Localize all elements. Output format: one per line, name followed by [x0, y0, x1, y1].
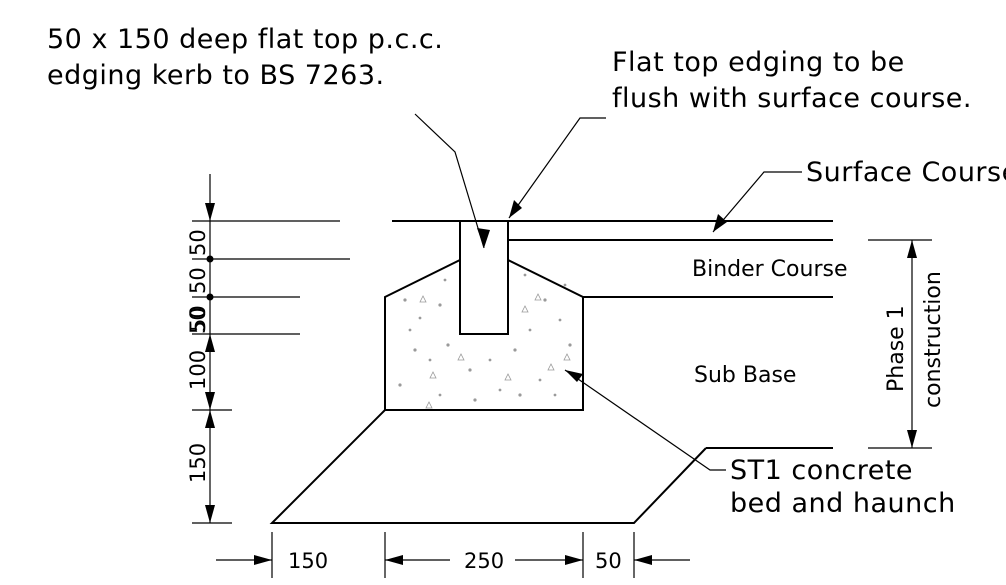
surface-course-label: Surface Course: [806, 157, 1006, 188]
phase-dim-arrow-top: [907, 240, 917, 258]
hdim-arrow-4: [634, 555, 652, 565]
hdim-arrow-2: [385, 555, 403, 565]
concrete-label-line1: ST1 concrete: [730, 455, 913, 486]
hdim-arrow-3: [565, 555, 583, 565]
phase-dim-arrow-bottom: [907, 430, 917, 448]
phase-label-line1: Phase 1: [884, 305, 909, 392]
vdim-text-3: 50: [186, 307, 210, 334]
kerb-note-line2: edging kerb to BS 7263.: [47, 60, 385, 91]
concrete-hatch: [398, 273, 572, 409]
surface-course-leader: [712, 171, 802, 233]
flush-note-leader: [508, 117, 606, 219]
hdim-text-1: 150: [288, 549, 328, 573]
surface-leader-arrowhead: [713, 214, 727, 232]
vdim-arrow-mid3: [205, 334, 215, 352]
hdim-arrow-1: [254, 555, 272, 565]
phase-label-line2: construction: [921, 271, 946, 408]
concrete-label-line2: bed and haunch: [730, 488, 956, 519]
edging-kerb: [459, 220, 509, 335]
concrete-leader-arrowhead: [565, 370, 583, 382]
vdim-text-1: 50: [186, 229, 210, 256]
vdim-arrow-mid1: [205, 392, 215, 410]
flush-note-line1: Flat top edging to be: [612, 47, 905, 78]
hdim-text-3: 50: [595, 549, 622, 573]
hdim-text-2: 250: [464, 549, 504, 573]
kerb-leader-arrowhead: [477, 228, 490, 248]
vdim-text-4: 50: [186, 305, 210, 332]
concrete-bed: [269, 409, 707, 524]
sub-base-label: Sub Base: [694, 363, 796, 388]
vdim-arrow-mid2: [205, 410, 215, 428]
vdim-arrow-bottom: [205, 505, 215, 523]
vdim-text-2: 50: [186, 267, 210, 294]
flush-note-line2: flush with surface course.: [612, 83, 972, 114]
kerb-note-leader: [414, 113, 485, 249]
vdim-text-5: 100: [186, 350, 210, 390]
vdim-arrow-top: [205, 203, 215, 221]
concrete-leader: [564, 369, 726, 471]
binder-course-label: Binder Course: [692, 257, 848, 282]
vdim-text-6: 150: [186, 443, 210, 483]
kerb-note-line1: 50 x 150 deep flat top p.c.c.: [47, 24, 443, 55]
flush-leader-arrowhead: [509, 200, 522, 218]
